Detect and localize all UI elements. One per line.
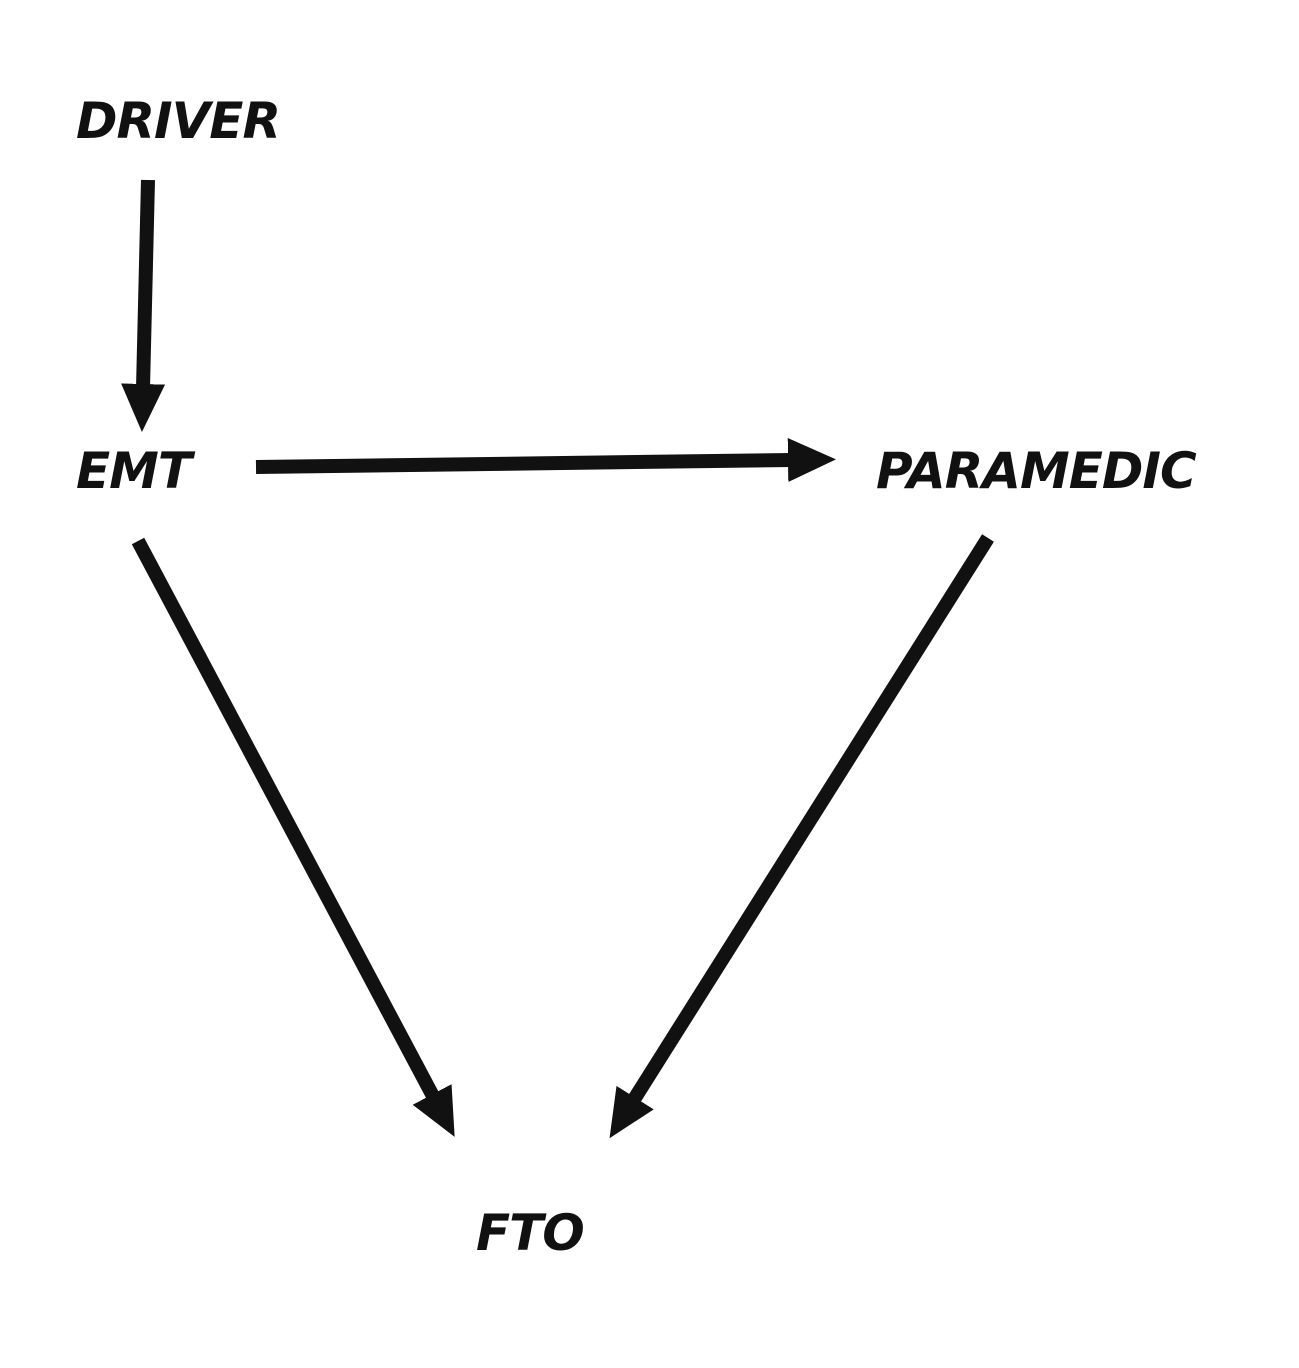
arrow-emt-to-paramedic xyxy=(255,438,836,483)
node-emt: EMT xyxy=(76,442,192,500)
node-fto: FTO xyxy=(476,1204,585,1262)
node-driver: DRIVER xyxy=(76,92,281,150)
arrow-emt-to-fto xyxy=(131,537,455,1137)
arrow-driver-to-emt xyxy=(121,179,166,432)
node-paramedic: PARAMEDIC xyxy=(876,442,1197,500)
arrow-paramedic-to-fto xyxy=(609,534,994,1139)
